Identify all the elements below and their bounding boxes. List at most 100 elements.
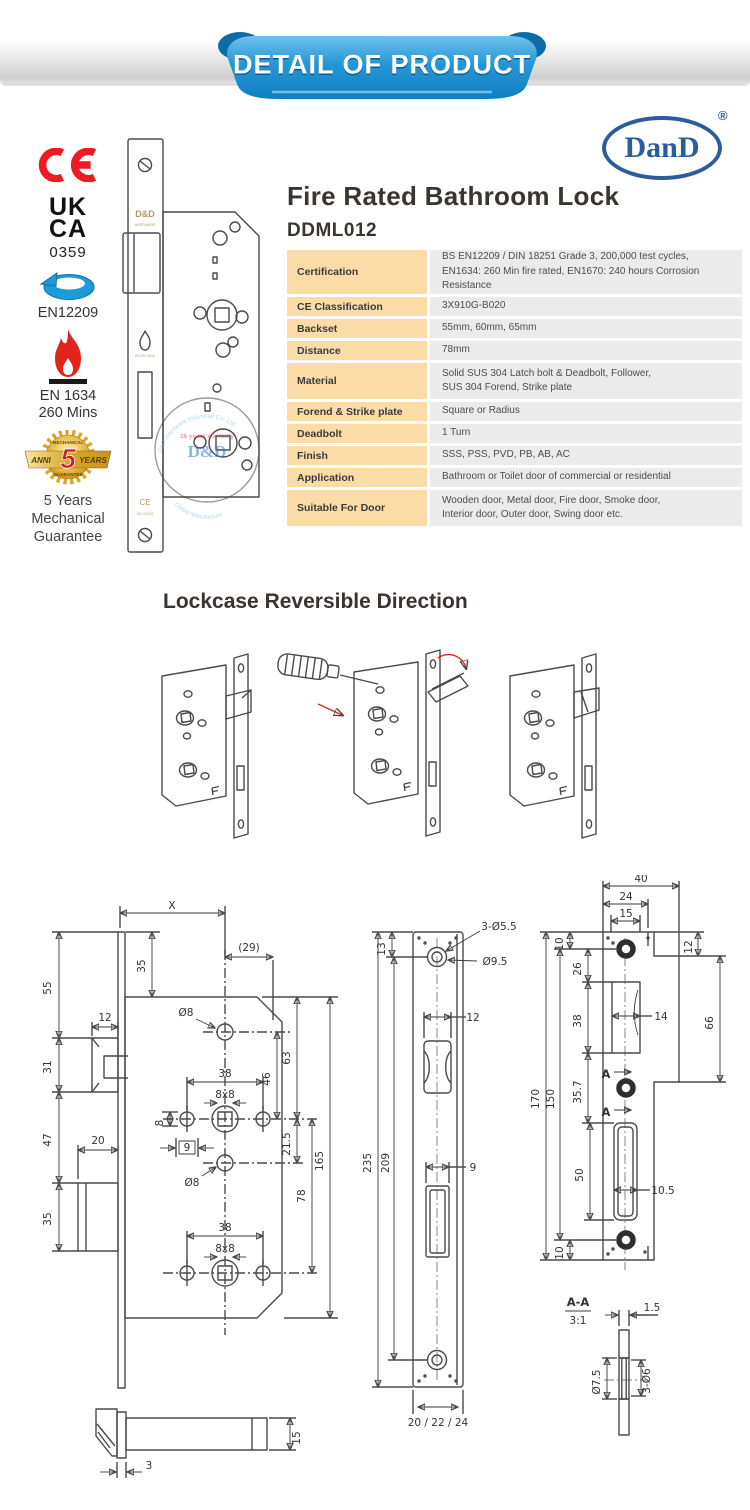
dim-label: 63 xyxy=(281,1051,293,1064)
dim-label: 1.5 xyxy=(644,1302,661,1314)
en12209-ring-icon xyxy=(22,268,114,304)
ukca-line1: UK xyxy=(48,193,88,221)
product-model: DDML012 xyxy=(287,220,378,241)
reversible-heading: Lockcase Reversible Direction xyxy=(163,590,468,613)
section-marker: A xyxy=(602,1105,611,1119)
spec-label: Application xyxy=(287,468,427,487)
dim-label: 38 xyxy=(218,1068,231,1080)
dim-label: 78 xyxy=(296,1189,308,1202)
dim-label: 20 xyxy=(91,1135,104,1147)
dim-label: 24 xyxy=(619,891,633,903)
logo-name: DanD xyxy=(624,131,700,164)
spec-label: Finish xyxy=(287,446,427,465)
spec-value: 55mm, 60mm, 65mm xyxy=(430,319,742,338)
spec-label: CE Classification xyxy=(287,297,427,316)
spec-value: 1 Turn xyxy=(430,424,742,443)
ribbon-title-shadow: DETAIL OF PRODUCT xyxy=(233,51,531,81)
spec-label: Suitable For Door xyxy=(287,490,427,526)
etch-brand-sub: HARDWARE xyxy=(135,223,156,227)
dim-label: 165 xyxy=(314,1151,326,1171)
lockcase-diagram-right xyxy=(509,653,600,839)
dim-label: 3-Ø6 xyxy=(641,1368,653,1394)
fire-minutes-label: 260 Mins xyxy=(38,405,98,421)
spec-label: Distance xyxy=(287,341,427,360)
dim-label: 8x8 xyxy=(215,1089,235,1101)
ribbon-title: DETAIL OF PRODUCT xyxy=(233,50,531,80)
dim-label: 9 xyxy=(184,1142,191,1154)
spec-value: Bathroom or Toilet door of commercial or… xyxy=(430,468,742,487)
product-title: Fire Rated Bathroom Lock xyxy=(287,181,620,211)
header-ribbon: DETAIL OF PRODUCT DETAIL OF PRODUCT xyxy=(212,26,552,104)
watermark-bottom-text: Global Manufacture xyxy=(173,502,224,521)
seal-bottom-text: GUARANTEE xyxy=(53,472,82,477)
dim-label: Ø7.5 xyxy=(591,1370,603,1395)
deadbolt-slot xyxy=(137,371,153,439)
dim-label: 21.5 xyxy=(281,1132,293,1155)
dim-label: 31 xyxy=(42,1060,54,1073)
red-push-arrow-icon xyxy=(317,703,342,715)
seal-right-text: YEARS xyxy=(79,456,107,465)
dim-label: 209 xyxy=(380,1153,392,1173)
spec-value: Wooden door, Metal door, Fire door, Smok… xyxy=(430,490,742,526)
spec-value: BS EN12209 / DIN 18251 Grade 3, 200,000 … xyxy=(430,250,742,294)
dim-label: 38 xyxy=(218,1222,231,1234)
svg-text:Global Manufacture: Global Manufacture xyxy=(173,502,224,521)
spec-label: Certification xyxy=(287,250,427,294)
spec-label: Forend & Strike plate xyxy=(287,402,427,421)
dim-label: 10 xyxy=(554,937,566,950)
dim-label: 15 xyxy=(619,908,632,920)
dim-label: Ø8 xyxy=(179,1007,194,1019)
ribbon-graphic: DETAIL OF PRODUCT DETAIL OF PRODUCT xyxy=(218,32,546,99)
dim-label: 38 xyxy=(572,1014,584,1027)
spec-value: SSS, PSS, PVD, PB, AB, AC xyxy=(430,446,742,465)
five-year-seal: MECHANICAL ANNI YEARS 5 GUARANTEE xyxy=(22,430,114,488)
drawing-section-aa: A-A 3:1 1.5 Ø7.5 3-Ø6 xyxy=(565,1295,661,1436)
spec-label: Deadbolt xyxy=(287,424,427,443)
drawing-latch-side: 15 3 xyxy=(95,1408,303,1478)
seal-top-text: MECHANICAL xyxy=(53,440,84,445)
photo-watermark: D&D Hardware Industrial Co.,Ltd 16 years… xyxy=(154,397,260,521)
dim-label: 8x8 xyxy=(215,1243,235,1255)
dim-label: 3 xyxy=(146,1460,153,1472)
dim-label: 170 xyxy=(530,1089,542,1109)
drawing-strike-plate: 40 24 15 10 26 38 35.7 50 10 170 150 12 … xyxy=(530,875,726,1270)
product-photo: D&D HARDWARE BS EN 1634 CE EN 12209 xyxy=(122,138,260,553)
dim-label: 20 / 22 / 24 xyxy=(408,1417,469,1429)
seal-left-text: ANNI xyxy=(30,456,51,465)
spec-value: Solid SUS 304 Latch bolt & Deadbolt, Fol… xyxy=(430,363,742,399)
screwdriver xyxy=(277,653,340,681)
section-marker: A xyxy=(602,1067,611,1081)
en12209-label: EN12209 xyxy=(37,305,99,321)
watermark-brand: D&D xyxy=(188,442,227,461)
red-rotate-arrow-icon xyxy=(437,653,466,668)
brand-logo: DanD ® xyxy=(602,108,732,183)
ukca-mark: UK CA xyxy=(22,193,114,242)
spec-label: Backset xyxy=(287,319,427,338)
watermark-warranty: 16 years warranty xyxy=(180,433,234,440)
section-scale: 3:1 xyxy=(570,1315,587,1327)
latch-bolt xyxy=(122,232,161,439)
etch-en: EN 12209 xyxy=(137,512,153,516)
dim-label: 12 xyxy=(466,1012,479,1024)
dim-label: 26 xyxy=(572,962,584,976)
ce-mark-icon xyxy=(22,148,114,182)
seal-number: 5 xyxy=(60,443,76,474)
dim-label: 3-Ø5.5 xyxy=(481,921,516,933)
spec-value: Square or Radius xyxy=(430,402,742,421)
dim-label: 35.7 xyxy=(572,1080,584,1103)
dim-label: 40 xyxy=(634,875,647,885)
drawing-lock-body: X 35 (29) 55 12 31 47 20 35 Ø8 38 8x8 8 … xyxy=(42,900,338,1389)
dim-label: Ø9.5 xyxy=(483,956,508,968)
dim-label: 9 xyxy=(470,1162,477,1174)
dim-label: 235 xyxy=(362,1153,374,1173)
